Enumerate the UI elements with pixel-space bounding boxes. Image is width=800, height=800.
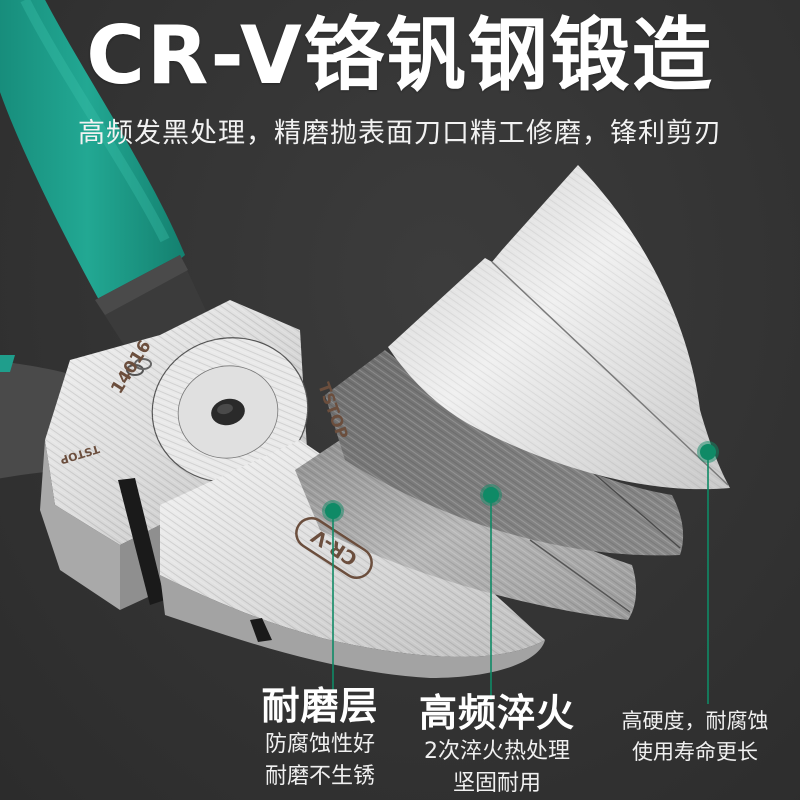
jaw-lower: [160, 440, 545, 678]
callout-hf-quench: 高频淬火 2次淬火热处理 坚固耐用: [402, 690, 592, 800]
callout-line: 防腐蚀性好: [264, 732, 375, 757]
callout-line: 耐磨不生锈: [264, 764, 375, 789]
spring: [126, 358, 152, 376]
blade-layer-1-hard: [388, 165, 730, 490]
callout-heading: 高频淬火: [418, 691, 575, 735]
callout-line: 使用寿命更长: [632, 740, 758, 764]
callout-line: 2次淬火热处理: [424, 739, 570, 764]
callout-markers: [322, 441, 719, 704]
callout-hardness: 高硬度，耐腐蚀 使用寿命更长: [600, 706, 790, 768]
callout-line: 坚固耐用: [452, 771, 541, 796]
callout-heading: 耐磨层: [261, 684, 379, 728]
page-subtitle: 高频发黑处理，精磨抛表面刀口精工修磨，锋利剪刃: [78, 118, 722, 149]
callout-line: 高硬度，耐腐蚀: [621, 709, 769, 733]
callout-wear-layer: 耐磨层 防腐蚀性好 耐磨不生锈: [245, 683, 395, 793]
page-title: CR-V铬钒钢锻造: [86, 9, 714, 102]
blade-layer-2-quench: [325, 350, 684, 556]
